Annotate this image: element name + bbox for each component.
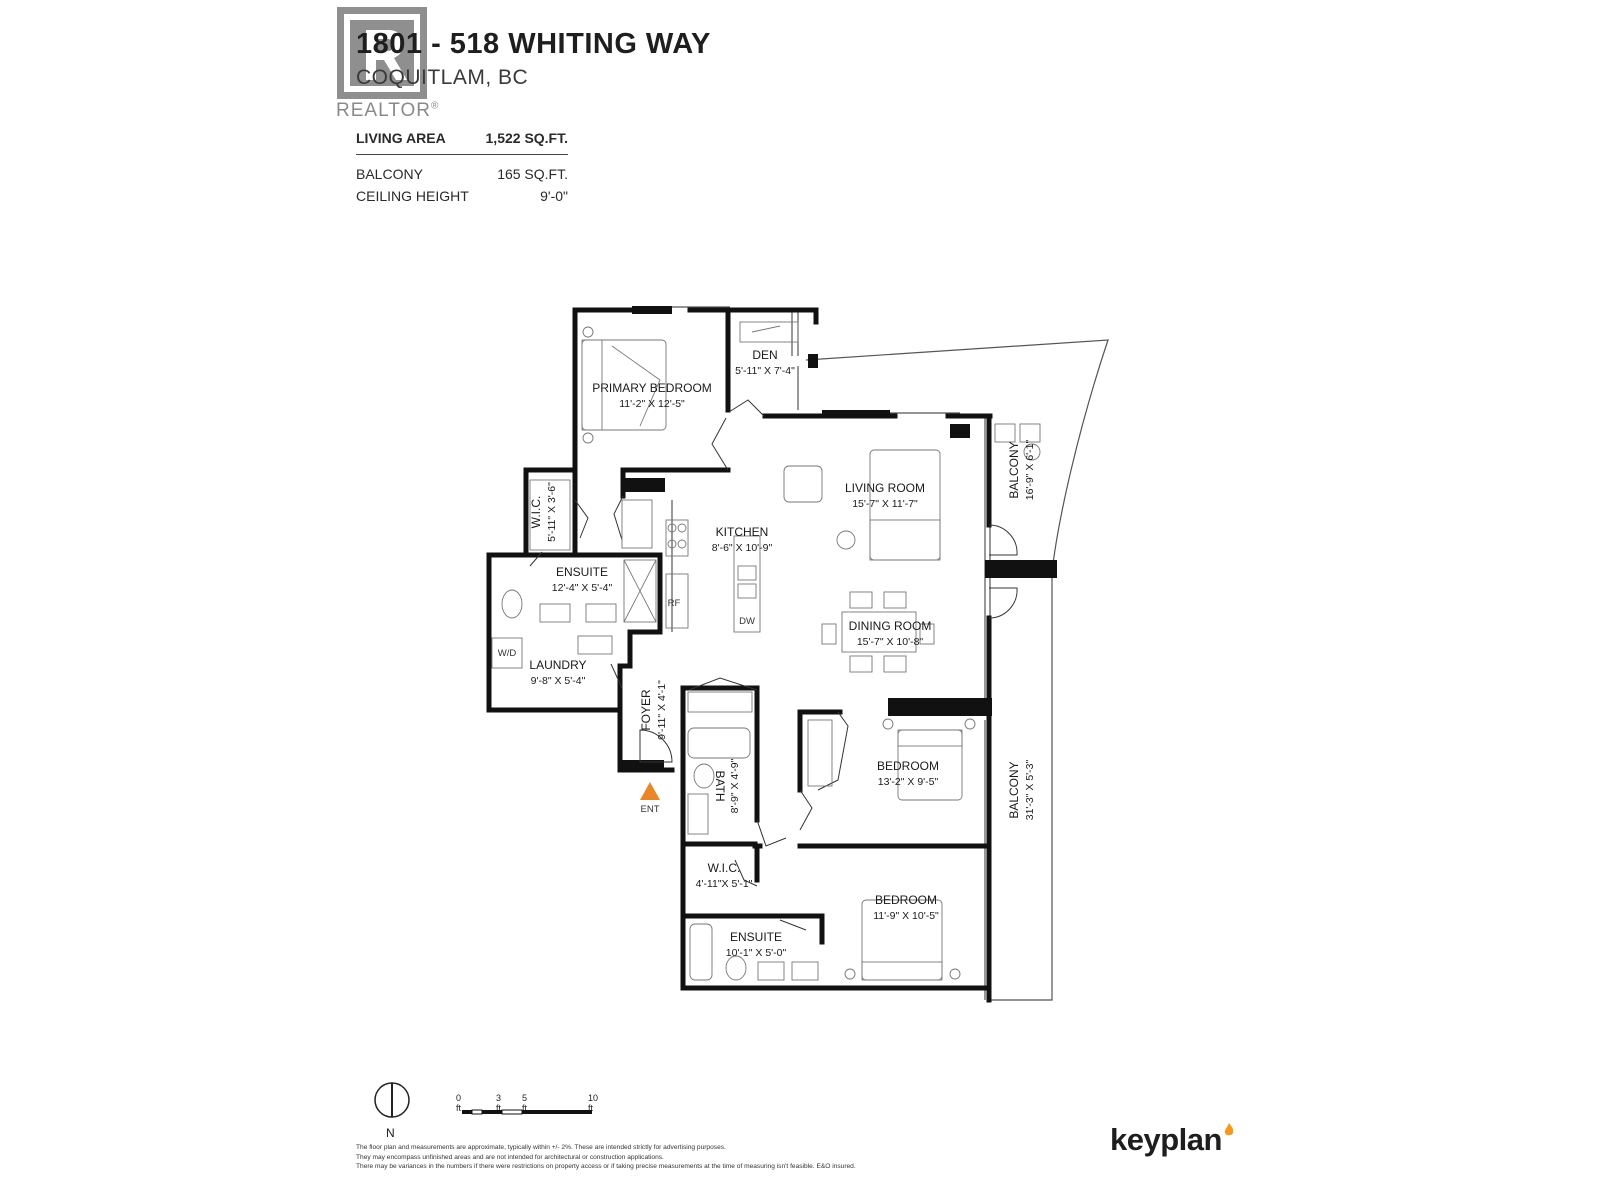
room-dims: 8'-6" X 10'-9"	[712, 542, 773, 554]
scale-label: 5 ft	[522, 1093, 528, 1113]
page-title: 1801 - 518 WHITING WAY	[356, 28, 711, 60]
room-name: FOYER	[639, 689, 653, 731]
fridge-label: RF	[668, 598, 681, 609]
disclaimer-line: They may encompass unfinished areas and …	[356, 1153, 664, 1161]
closet-icon	[529, 479, 571, 551]
washer-dryer-icon	[491, 637, 523, 669]
room-name: W.I.C.	[708, 861, 741, 875]
toilet-icon	[693, 763, 715, 789]
side-table-icon	[836, 530, 856, 550]
room-name: DEN	[752, 348, 777, 362]
room-name: KITCHEN	[716, 525, 769, 539]
room-name: ENSUITE	[556, 565, 608, 579]
compass-icon	[372, 1080, 412, 1140]
closet-icon	[687, 691, 753, 713]
toilet-icon	[725, 955, 747, 981]
room-dims: 5'-11" X 7'-4"	[735, 365, 795, 377]
room-name: ENSUITE	[730, 930, 782, 944]
room-dims: 5'-11" X 3'-6"	[546, 482, 558, 542]
room-name: BEDROOM	[875, 893, 937, 907]
bathtub-icon	[689, 923, 713, 981]
disclaimer-line: There may be variances in the numbers if…	[356, 1163, 856, 1170]
wall-laundry	[486, 663, 623, 713]
room-name: W.I.C.	[529, 496, 543, 529]
kitchen-island-icon	[733, 535, 761, 633]
stat-label: LIVING AREA	[356, 130, 446, 146]
shower-icon	[623, 559, 657, 623]
scale-ruler-icon	[462, 1109, 592, 1115]
stat-divider	[356, 154, 568, 155]
stove-icon	[665, 519, 689, 557]
closet-icon	[807, 719, 833, 787]
laundry-sink-icon	[577, 635, 613, 655]
room-dims: 15'-7" X 11'-7"	[852, 498, 918, 510]
room-dims: 15'-7" X 10'-8"	[857, 636, 924, 648]
room-name: BATH	[713, 770, 727, 801]
room-labels: PRIMARY BEDROOM 11'-2" X 12'-5" DEN 5'-1…	[498, 348, 1036, 959]
room-name: LIVING ROOM	[845, 481, 925, 495]
disclaimer: The floor plan and measurements are appr…	[356, 1143, 976, 1172]
wall-blocks	[620, 306, 1057, 770]
closet-icon	[621, 499, 653, 549]
room-dims: 9'-8" X 5'-4"	[531, 675, 586, 687]
armchair-icon	[783, 465, 823, 503]
doors	[529, 399, 1018, 931]
furniture	[491, 321, 1041, 981]
stat-value: 1,522 SQ.FT.	[485, 130, 568, 146]
room-name: BEDROOM	[877, 759, 939, 773]
fridge-icon	[665, 573, 689, 629]
vanity-icon	[687, 793, 709, 835]
north-label: N	[386, 1126, 395, 1140]
room-name: DINING ROOM	[849, 619, 932, 633]
room-dims: 11'-2" X 12'-5"	[619, 398, 685, 410]
room-dims: 11'-9" X 10'-5"	[873, 910, 939, 922]
brand-name: keyplan	[1110, 1122, 1222, 1157]
scale-label: 0 ft	[456, 1093, 462, 1113]
balcony-top-outline	[805, 339, 1109, 573]
entrance-marker-icon	[640, 782, 660, 800]
stat-value: 9'-0"	[540, 188, 568, 204]
washer-dryer-label: W/D	[498, 648, 517, 659]
stat-label: CEILING HEIGHT	[356, 188, 469, 204]
room-dims: 16'-9" X 6'-1"	[1024, 439, 1036, 500]
den-desk-icon	[739, 321, 799, 343]
room-dims: 4'-11"X 5'-1"	[696, 878, 753, 890]
room-dims: 12'-4" X 5'-4"	[552, 582, 613, 594]
scale-label: 3 ft	[496, 1093, 502, 1113]
page-subtitle: COQUITLAM, BC	[356, 66, 529, 89]
disclaimer-line: The floor plan and measurements are appr…	[356, 1144, 726, 1151]
brand-logo: keyplan	[1110, 1122, 1235, 1158]
realtor-wordmark: REALTOR®	[336, 100, 440, 121]
balcony-bottom-outline	[988, 572, 1053, 1001]
room-dims: 13'-2" X 9'-5"	[878, 776, 939, 788]
stat-value: 165 SQ.FT.	[497, 166, 568, 182]
room-dims: 31'-3" X 5'-3"	[1024, 759, 1036, 820]
stat-label: BALCONY	[356, 166, 423, 182]
room-name: BALCONY	[1007, 441, 1021, 498]
bathtub-icon	[687, 727, 751, 759]
room-name: PRIMARY BEDROOM	[592, 381, 712, 395]
room-dims: 10'-1" X 5'-0"	[726, 947, 787, 959]
entrance-label: ENT	[641, 804, 660, 815]
scale-label: 10 ft	[588, 1093, 599, 1113]
room-dims: 8'-9" X 4'-9"	[729, 758, 741, 813]
dining-table-icon	[841, 611, 917, 653]
room-name: LAUNDRY	[529, 658, 586, 672]
realtor-logo	[336, 6, 428, 100]
toilet-icon	[501, 589, 523, 619]
flame-icon	[1224, 1123, 1234, 1136]
dishwasher-label: DW	[739, 616, 755, 627]
room-dims: 9'-11" X 4'-1"	[656, 680, 668, 740]
room-name: BALCONY	[1007, 761, 1021, 818]
